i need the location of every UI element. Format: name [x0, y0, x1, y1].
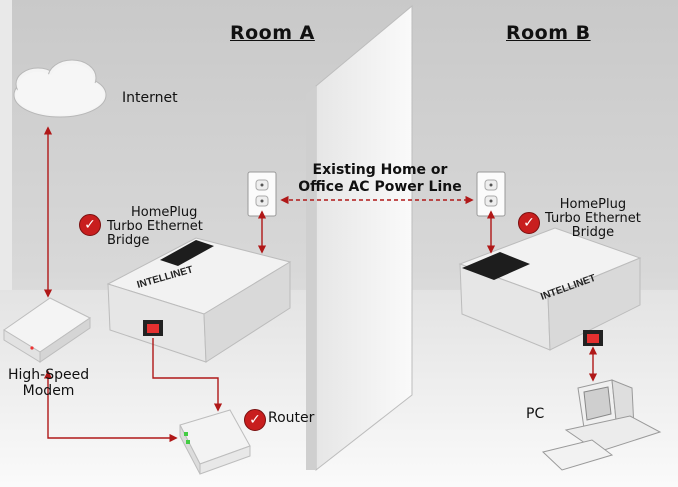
bridge-b-label: HomePlug Turbo Ethernet Bridge [545, 198, 641, 240]
dividing-wall [306, 4, 413, 472]
internet-label: Internet [122, 90, 178, 106]
pc-computer-icon [541, 379, 662, 471]
connection-lines [43, 126, 598, 443]
bridge-a-line-3: Bridge [107, 233, 150, 248]
pc-label: PC [526, 406, 545, 422]
modem-label: High-Speed Modem [8, 367, 89, 399]
checkmark-badge-icon: ✓ [244, 409, 266, 431]
outlet-icon-a [247, 171, 277, 217]
bridge-device-b [458, 227, 642, 351]
bridge-a-line-2: Turbo Ethernet [107, 219, 203, 234]
modem-device [3, 297, 91, 363]
checkmark-badge-icon: ✓ [518, 212, 540, 234]
outlet-icon-b [476, 171, 506, 217]
checkmark-badge-icon: ✓ [79, 214, 101, 236]
room-b-label: Room B [506, 22, 591, 44]
link-modem-router [43, 370, 178, 443]
bridge-b-line-1: HomePlug [559, 197, 627, 212]
power-line-label-2: Office AC Power Line [298, 179, 462, 195]
link-bridge-a-router [152, 338, 223, 412]
power-line-label-1: Existing Home or [312, 162, 448, 178]
bridge-a-line-1: HomePlug [131, 205, 198, 220]
router-device [179, 409, 251, 475]
bridge-a-label: HomePlug Turbo Ethernet Bridge [107, 206, 203, 248]
modem-label-1: High-Speed [8, 367, 90, 383]
room-a-label: Room A [230, 22, 315, 44]
bridge-b-line-2: Turbo Ethernet [545, 211, 641, 226]
cloud-icon [13, 59, 107, 118]
bridge-b-line-3: Bridge [571, 225, 615, 240]
modem-label-2: Modem [22, 383, 75, 399]
router-label: Router [268, 410, 315, 426]
power-line-label: Existing Home or Office AC Power Line [282, 162, 478, 196]
bridge-device-a [106, 237, 292, 363]
